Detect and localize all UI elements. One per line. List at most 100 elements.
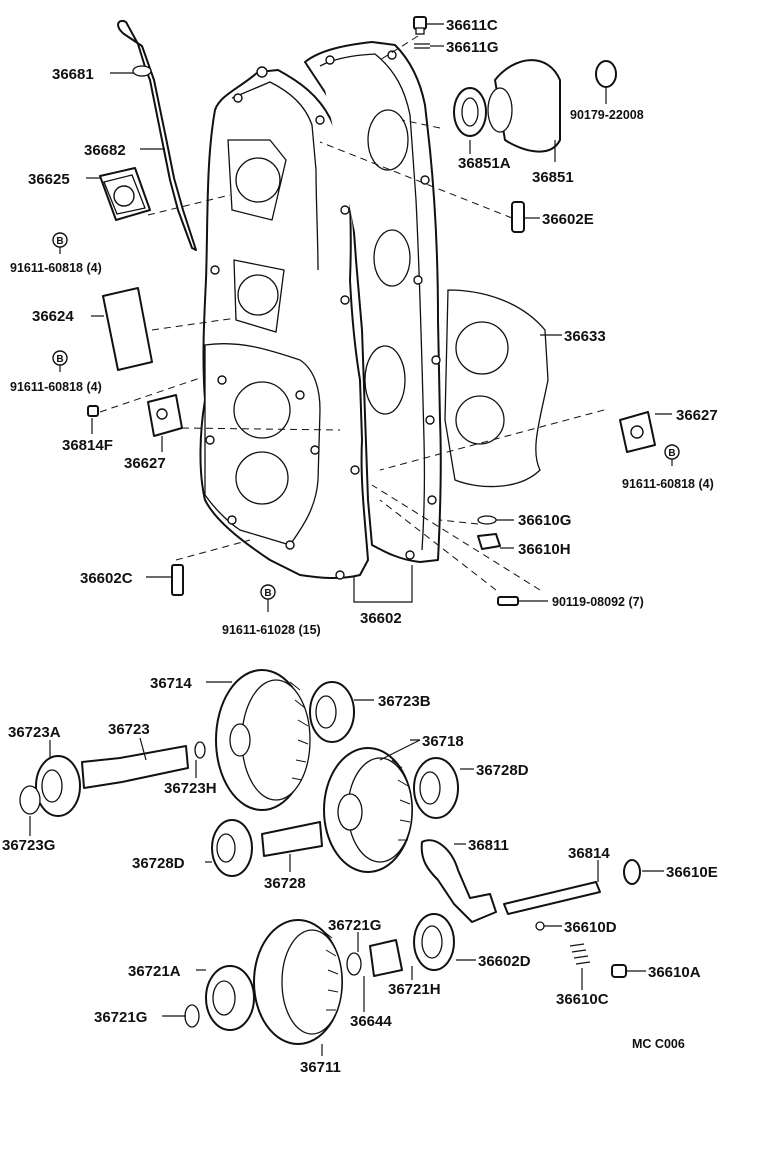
label-36602D: 36602D <box>478 953 531 970</box>
label-36721G-lower: 36721G <box>94 1009 147 1026</box>
cover-36851 <box>487 59 561 153</box>
fork-36811 <box>420 839 497 923</box>
b-marker-3: B <box>260 584 276 600</box>
shaft-36723 <box>81 745 189 789</box>
label-36721G-upper: 36721G <box>328 917 381 934</box>
label-36624: 36624 <box>32 308 74 325</box>
part-labels: 36681 36682 36625 91611-60818 (4) 36624 … <box>2 17 718 1076</box>
label-36610G: 36610G <box>518 512 571 529</box>
bolt-90119-08092 <box>497 596 519 606</box>
bearing-36721A <box>205 965 255 1031</box>
dipstick-36681 <box>117 20 197 251</box>
explosion-lines <box>99 35 605 591</box>
label-36610D: 36610D <box>564 919 617 936</box>
label-36611G: 36611G <box>446 39 499 56</box>
label-36627-right: 36627 <box>676 407 718 424</box>
label-36728D-left: 36728D <box>132 855 185 872</box>
label-36602C: 36602C <box>80 570 133 587</box>
label-36611C: 36611C <box>446 17 498 34</box>
label-36723B: 36723B <box>378 693 431 710</box>
b-marker-1: B <box>52 232 68 248</box>
nut-36610H <box>477 533 501 550</box>
b-marker-2: B <box>52 350 68 366</box>
case-bolt-holes <box>205 66 360 580</box>
bearing-36723B <box>309 681 355 743</box>
label-91611-61028: 91611-61028 (15) <box>222 623 321 637</box>
ball-36610D <box>535 921 545 931</box>
ring-36721G-lower <box>184 1004 200 1028</box>
svg-text:B: B <box>56 236 63 247</box>
label-36718: 36718 <box>422 733 464 750</box>
cover-36625 <box>99 167 151 221</box>
label-90119-08092: 90119-08092 (7) <box>552 595 644 609</box>
washer-36610G <box>477 515 497 525</box>
svg-text:B: B <box>264 588 271 599</box>
gasket-36633 <box>444 289 549 488</box>
label-36714: 36714 <box>150 675 192 692</box>
front-case-housing <box>199 66 369 580</box>
label-36627-left: 36627 <box>124 455 166 472</box>
label-91611-60818-b: 91611-60818 (4) <box>10 380 102 394</box>
label-36610A: 36610A <box>648 964 701 981</box>
seal-36851A <box>453 87 487 137</box>
label-36728: 36728 <box>264 875 306 892</box>
label-36851A: 36851A <box>458 155 511 172</box>
label-36633: 36633 <box>564 328 606 345</box>
label-36682: 36682 <box>84 142 126 159</box>
shaft-36728 <box>261 821 323 857</box>
plug-90179-22008 <box>595 60 617 88</box>
ring-36723G <box>19 785 41 815</box>
spring-36610C <box>569 943 591 965</box>
label-36681: 36681 <box>52 66 94 83</box>
rear-bolt-holes <box>325 50 441 560</box>
bearing-36728D-right <box>413 757 459 819</box>
bearing-36721H <box>369 939 403 977</box>
seal-36610E <box>623 859 641 885</box>
label-90179-22008: 90179-22008 <box>570 108 644 122</box>
b-marker-4: B <box>664 444 680 460</box>
ring-36723H <box>194 741 206 759</box>
bearing-36728D-left <box>211 819 253 877</box>
gear-36718 <box>323 747 413 873</box>
label-36625: 36625 <box>28 171 70 188</box>
leader-lines <box>29 23 673 1056</box>
label-36721H: 36721H <box>388 981 441 998</box>
plug-36602E <box>511 201 525 233</box>
label-36723G: 36723G <box>2 837 55 854</box>
label-36602: 36602 <box>360 610 402 627</box>
label-36610E: 36610E <box>666 864 718 881</box>
label-36610H: 36610H <box>518 541 571 558</box>
label-36711: 36711 <box>300 1059 341 1076</box>
bearing-36723A <box>35 755 81 817</box>
svg-text:B: B <box>668 448 675 459</box>
cover-36627-left <box>147 394 183 437</box>
cover-36624 <box>102 287 153 371</box>
bearing-36602D <box>413 913 455 971</box>
rear-case-housing <box>304 41 442 563</box>
shaft-36814 <box>503 881 601 915</box>
label-91611-60818-a: 91611-60818 (4) <box>10 261 102 275</box>
label-36644: 36644 <box>350 1013 392 1030</box>
label-36814F: 36814F <box>62 437 113 454</box>
label-36723H: 36723H <box>164 780 217 797</box>
label-36602E: 36602E <box>542 211 594 228</box>
plug-36814F <box>87 405 99 417</box>
label-36723: 36723 <box>108 721 150 738</box>
label-36610C: 36610C <box>556 991 609 1008</box>
diagram-code: MC C006 <box>632 1037 685 1051</box>
label-36723A: 36723A <box>8 724 61 741</box>
label-36814: 36814 <box>568 845 610 862</box>
label-36721A: 36721A <box>128 963 181 980</box>
gear-36711 <box>253 919 343 1045</box>
ring-36721G-upper <box>346 952 362 976</box>
label-91611-60818-c: 91611-60818 (4) <box>622 477 714 491</box>
cover-36627-right <box>619 411 656 453</box>
spring-36611G <box>414 43 430 49</box>
gear-36714 <box>215 669 311 811</box>
plug-36610A <box>611 964 627 978</box>
plug-36611C <box>413 16 427 35</box>
bolt-36602C <box>171 564 184 596</box>
label-36811: 36811 <box>468 837 509 854</box>
label-36851: 36851 <box>532 169 574 186</box>
